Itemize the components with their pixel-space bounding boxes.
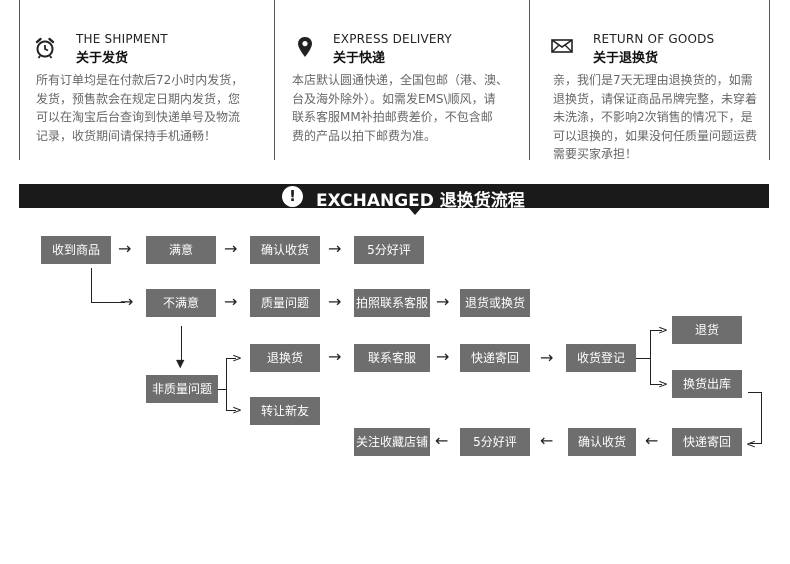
arrow-left-icon: ← [540, 431, 554, 450]
text-line: 联系客服MM补拍邮费差价，不包含邮 [292, 110, 493, 124]
arrow-right-icon: > [232, 403, 243, 417]
connector-line [91, 268, 92, 303]
text-line: 费的产品以拍下邮费为准。 [292, 128, 437, 143]
arrow-right-icon: → [328, 239, 342, 258]
arrow-right-icon: > [232, 351, 243, 365]
step-quality-issue: 质量问题 [250, 289, 320, 317]
connector-line [750, 443, 762, 444]
step-non-quality-issue: 非质量问题 [146, 375, 218, 403]
text-line: 所有订单均是在付款后72小时内发货， [36, 73, 244, 87]
text-line: 台及海外除外）。如需发EMS\顺风，请 [292, 91, 496, 106]
connector-line [761, 392, 762, 444]
text-line: 可以退换的，如果没何任质量问题运费 [553, 128, 758, 143]
step-contact-service: 联系客服 [354, 344, 430, 372]
step-exchange-out: 换货出库 [672, 370, 742, 398]
step-return-or-exchange: 退货或换货 [460, 289, 530, 317]
text-line: 需要买家承担！ [553, 147, 638, 161]
connector-line [636, 358, 650, 359]
arrow-right-icon: → [118, 239, 132, 258]
banner-notch [408, 207, 422, 215]
connector-line [650, 384, 662, 385]
text-line: 退换货，请保证商品吊牌完整，未穿着 [553, 91, 758, 106]
arrow-right-icon: → [328, 347, 342, 366]
text-line: 本店默认圆通快递，全国包邮（港、澳、 [292, 73, 509, 87]
step-receive: 收到商品 [41, 236, 111, 264]
text-line: 未洗涤，不影响2次销售的情况下，是 [553, 110, 753, 124]
divider-1 [274, 0, 275, 160]
arrow-right-icon: → [540, 348, 554, 367]
return-title-en: RETURN OF GOODS [593, 32, 715, 46]
map-pin-icon [297, 36, 313, 62]
step-receipt-register: 收货登记 [566, 344, 636, 372]
alarm-clock-icon [34, 37, 56, 63]
step-unsatisfied: 不满意 [146, 289, 216, 317]
connector-line [748, 392, 762, 393]
step-confirm-receipt: 确认收货 [250, 236, 320, 264]
connector-line [181, 326, 182, 360]
arrow-right-icon: → [436, 347, 450, 366]
arrow-right-icon: → [224, 292, 238, 311]
arrow-right-icon: > [658, 323, 669, 337]
text-line: 发货，预售款会在规定日期内发货，您 [36, 91, 241, 106]
exclamation-icon: ! [282, 186, 303, 207]
arrow-left-icon: < [746, 437, 757, 451]
arrow-left-icon: ← [435, 431, 449, 450]
step-photo-contact: 拍照联系客服 [354, 289, 430, 317]
connector-line [218, 389, 226, 390]
shipment-title-en: THE SHIPMENT [76, 32, 168, 46]
connector-line [91, 302, 125, 303]
step-satisfied: 满意 [146, 236, 216, 264]
arrow-right-icon: → [436, 292, 450, 311]
shipment-title-cn: 关于发货 [76, 51, 129, 66]
connector-line [226, 358, 236, 359]
divider-right [769, 0, 770, 160]
arrow-right-icon: → [328, 292, 342, 311]
express-text: 本店默认圆通快递，全国包邮（港、澳、 台及海外除外）。如需发EMS\顺风，请 联… [292, 71, 508, 145]
arrow-right-icon: > [658, 377, 669, 391]
return-title-cn: 关于退换货 [593, 51, 659, 66]
step-express-send-back-2: 快递寄回 [672, 428, 742, 456]
step-express-send-back: 快递寄回 [460, 344, 530, 372]
text-line: 亲，我们是7天无理由退换货的，如需 [553, 73, 753, 87]
step-transfer-friend: 转让新友 [250, 397, 320, 425]
step-refund: 退货 [672, 316, 742, 344]
step-five-star-2: 5分好评 [460, 428, 530, 456]
return-text: 亲，我们是7天无理由退换货的，如需 退换货，请保证商品吊牌完整，未穿着 未洗涤，… [553, 71, 757, 164]
arrow-right-icon: → [120, 292, 134, 311]
connector-line [226, 358, 227, 410]
step-five-star: 5分好评 [354, 236, 424, 264]
arrow-right-icon: → [224, 239, 238, 258]
envelope-icon [551, 38, 573, 57]
connector-line [650, 330, 651, 384]
text-line: 可以在淘宝后台查询到快递单号及物流 [36, 110, 241, 124]
connector-line [650, 330, 662, 331]
step-confirm-receipt-2: 确认收货 [568, 428, 636, 456]
arrow-down-icon: ▼ [176, 357, 185, 370]
connector-line [226, 410, 236, 411]
step-return-exchange: 退换货 [250, 344, 320, 372]
step-follow-store: 关注收藏店铺 [354, 428, 430, 456]
express-title-cn: 关于快递 [333, 51, 386, 66]
text-line: 记录，收货期间请保持手机通畅！ [36, 128, 217, 143]
exchange-banner [19, 184, 769, 208]
banner-title: EXCHANGED 退换货流程 [316, 191, 525, 211]
divider-left [19, 0, 20, 160]
arrow-left-icon: ← [645, 431, 659, 450]
divider-2 [529, 0, 530, 160]
shipment-text: 所有订单均是在付款后72小时内发货， 发货，预售款会在规定日期内发货，您 可以在… [36, 71, 243, 145]
express-title-en: EXPRESS DELIVERY [333, 32, 452, 46]
